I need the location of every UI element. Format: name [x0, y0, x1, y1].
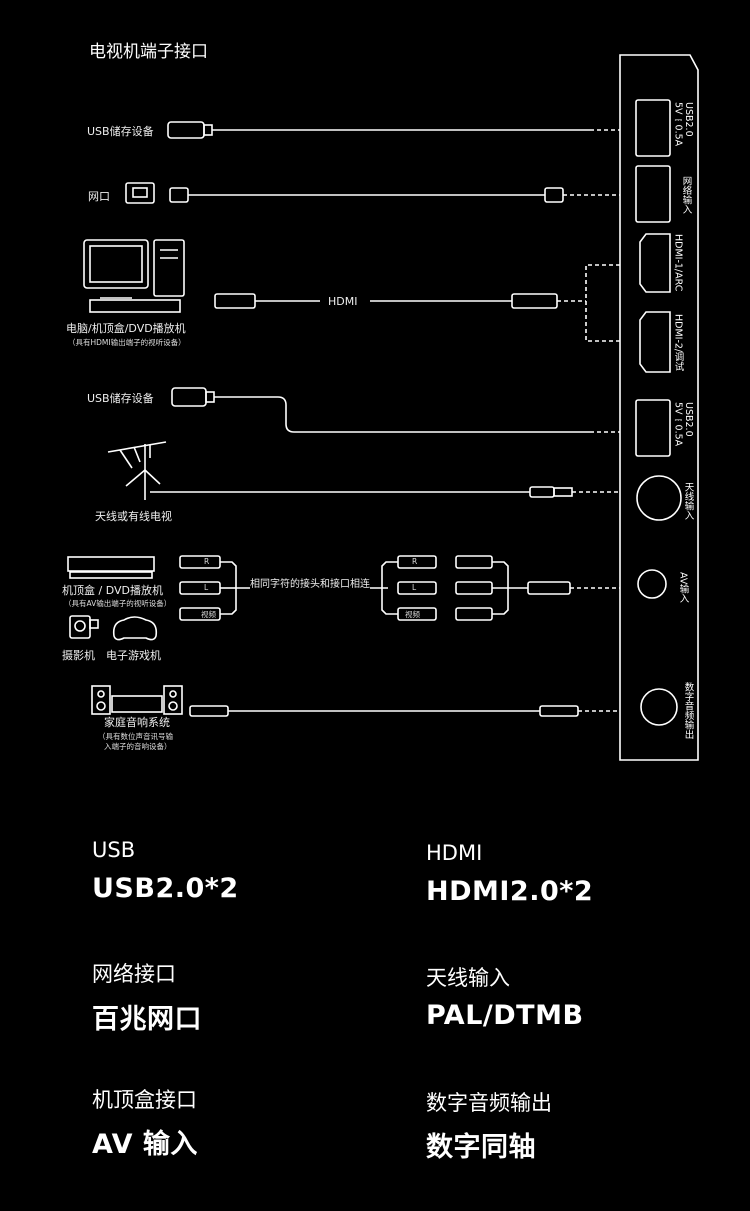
port-hdmi-2 — [639, 311, 671, 373]
rca-video-left: 视频 — [201, 610, 216, 619]
network-label: 网口 — [88, 190, 110, 203]
rca-r-left: R — [204, 557, 210, 566]
coax-out-plug-left — [189, 705, 229, 717]
hdmi-plug-left-icon — [214, 293, 256, 309]
av-plug-l-left — [179, 581, 221, 595]
av-plug-video-mid — [397, 607, 437, 621]
usb-stick-2-icon — [171, 387, 207, 407]
port-hdmi-1 — [639, 233, 671, 293]
port-usb-a — [635, 99, 671, 157]
monitor-icon — [83, 239, 149, 289]
stb-icon — [67, 556, 155, 572]
speaker-left-icon — [91, 685, 111, 715]
spec-audio-value: 数字同轴 — [426, 1132, 536, 1163]
port-lan — [635, 165, 671, 223]
amplifier-icon — [111, 695, 163, 713]
av-plug-video-right — [455, 607, 493, 621]
av-plug-tv — [527, 581, 571, 595]
port-av-label: AV输入 — [677, 572, 689, 604]
spec-audio-key: 数字音频输出 — [426, 1091, 552, 1115]
spec-hdmi-value: HDMI2.0*2 — [426, 876, 594, 907]
spec-antenna-key: 天线输入 — [426, 966, 510, 990]
hdmi-plug-right-icon — [511, 293, 558, 309]
rca-video-mid: 视频 — [405, 610, 420, 619]
usb-storage-label: USB储存设备 — [87, 125, 154, 138]
spec-hdmi-key: HDMI — [426, 841, 483, 865]
av-plug-r-left — [179, 555, 221, 569]
port-spdif — [640, 688, 678, 726]
port-av — [637, 569, 667, 599]
stb-label: 机顶盒 / DVD播放机 — [62, 584, 163, 597]
port-lan-label: 网络输入 — [680, 176, 692, 214]
rca-l-mid: L — [412, 583, 417, 592]
antenna-label: 天线或有线电视 — [95, 510, 172, 523]
coax-plug-icon — [529, 486, 555, 498]
rca-r-mid: R — [412, 557, 418, 566]
av-plug-r-mid — [397, 555, 437, 569]
connection-diagram — [67, 54, 699, 761]
pc-label: 电脑/机顶盒/DVD播放机 — [66, 322, 186, 335]
connector-note: 相同字符的接头和接口相连 — [250, 575, 370, 590]
audio-note-2: 入端子的音响设备） — [104, 742, 172, 751]
spec-usb-value: USB2.0*2 — [92, 873, 239, 904]
spec-lan-value: 百兆网口 — [92, 1004, 202, 1035]
pc-tower-icon — [153, 239, 185, 297]
rj45-plug-right-icon — [544, 187, 564, 203]
port-spdif-label: 数字音频输出 — [682, 682, 694, 739]
av-plug-r-right — [455, 555, 493, 569]
audio-label: 家庭音响系统 — [104, 716, 170, 729]
antenna-icon — [107, 441, 167, 500]
tv-panel-outline — [619, 54, 699, 761]
spec-stb-value: AV 输入 — [92, 1129, 198, 1160]
port-antenna — [636, 475, 682, 521]
port-hdmi-1-label: HDMI-1/ARC — [672, 234, 684, 292]
spec-lan-key: 网络接口 — [92, 962, 176, 986]
spec-stb-key: 机顶盒接口 — [92, 1088, 197, 1112]
av-plug-l-mid — [397, 581, 437, 595]
hdmi-cable-label: HDMI — [328, 295, 358, 308]
rj45-plug-left-icon — [169, 187, 189, 203]
av-plug-l-right — [455, 581, 493, 595]
stb-note: （具有AV输出端子的视听设备） — [64, 599, 172, 608]
port-usb-b — [635, 399, 671, 457]
spec-antenna-value: PAL/DTMB — [426, 1000, 584, 1031]
usb-storage-2-label: USB储存设备 — [87, 392, 154, 405]
pc-note: （具有HDMI输出端子的视听设备） — [68, 338, 186, 347]
camera-label: 摄影机 — [62, 649, 95, 662]
usb-stick-icon — [167, 121, 205, 139]
port-antenna-label: 天线输入 — [682, 482, 694, 520]
gamepad-icon — [112, 616, 158, 641]
spec-usb-key: USB — [92, 838, 136, 862]
speaker-right-icon — [163, 685, 183, 715]
rca-l-left: L — [204, 583, 209, 592]
dvd-player-icon — [89, 299, 181, 313]
port-hdmi-2-label: HDMI-2/调试 — [672, 314, 684, 372]
page-title: 电视机端子接口 — [89, 42, 208, 62]
game-label: 电子游戏机 — [106, 649, 161, 662]
lan-port-icon — [125, 182, 155, 204]
camera-icon — [69, 615, 91, 639]
coax-out-plug-right — [539, 705, 579, 717]
audio-note-1: （具有数位声音讯号输 — [98, 732, 173, 741]
